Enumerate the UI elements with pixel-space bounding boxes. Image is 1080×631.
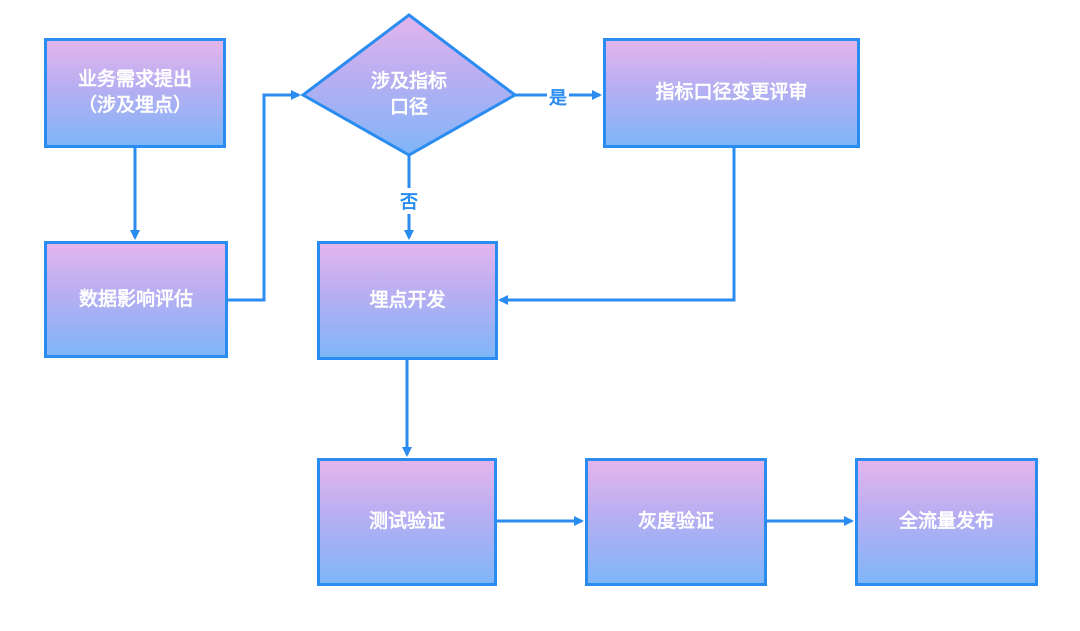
node-gray-verify-label: 灰度验证: [637, 510, 714, 533]
decision-label: 涉及指标 口径: [370, 70, 447, 118]
edge-review-to-dev: [498, 147, 736, 305]
node-test-verify: 测试验证: [317, 458, 497, 586]
node-test-verify-label: 测试验证: [368, 510, 445, 533]
edge-label-yes: 是: [547, 84, 569, 110]
node-requirement: 业务需求提出 （涉及埋点）: [44, 38, 226, 148]
node-tracking-dev-label: 埋点开发: [369, 288, 446, 311]
node-requirement-label: 业务需求提出 （涉及埋点）: [77, 68, 192, 116]
node-tracking-dev: 埋点开发: [317, 241, 498, 360]
node-impact-assessment: 数据影响评估: [44, 241, 228, 358]
node-gray-verify: 灰度验证: [585, 458, 767, 586]
node-metric-review-label: 指标口径变更评审: [655, 81, 808, 104]
edge-impact-to-decision: [228, 90, 301, 302]
node-full-release: 全流量发布: [855, 458, 1038, 586]
node-impact-assessment-label: 数据影响评估: [78, 287, 193, 310]
node-metric-review: 指标口径变更评审: [603, 38, 860, 148]
node-full-release-label: 全流量发布: [898, 510, 994, 533]
edge-label-no: 否: [398, 188, 420, 214]
